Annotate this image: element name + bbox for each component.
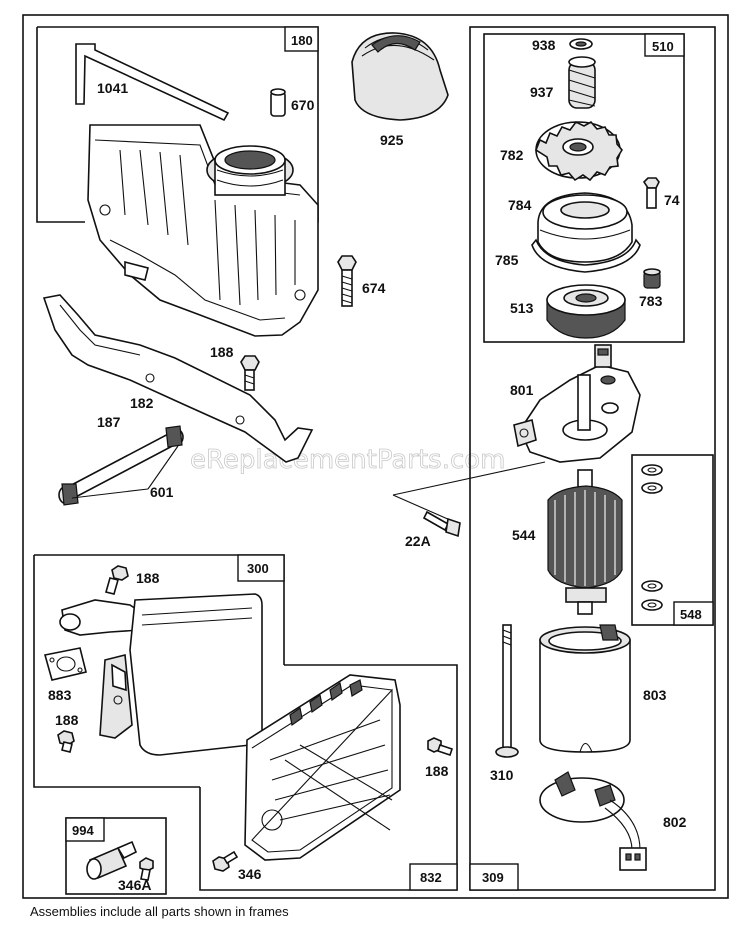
footer-note: Assemblies include all parts shown in fr… — [30, 904, 289, 919]
frame-300-tag-box — [237, 554, 285, 582]
brush-plate-802 — [539, 771, 647, 871]
frame-510-tag-box — [644, 33, 685, 57]
label-601: 601 — [150, 484, 174, 500]
label-937: 937 — [530, 84, 554, 100]
watermark: eReplacementParts.com — [190, 445, 506, 475]
frame-309 — [469, 26, 716, 891]
outer-border — [22, 14, 729, 899]
frame-832-tag-box — [409, 863, 458, 891]
label-674: 674 — [362, 280, 386, 296]
muffler-guard — [244, 674, 401, 861]
motor-housing-803 — [539, 624, 631, 753]
label-74: 74 — [664, 192, 680, 208]
spark-arrester — [86, 840, 138, 880]
label-782: 782 — [500, 147, 524, 163]
pinion-783 — [643, 268, 661, 289]
label-346a: 346A — [118, 877, 151, 893]
label-188-bracket: 188 — [210, 344, 234, 360]
label-513: 513 — [510, 300, 534, 316]
frame-548-tag-box — [673, 601, 714, 626]
bolt-188-bracket — [240, 355, 260, 391]
frame-994-tag-box — [65, 817, 105, 842]
frame-180-tag-box — [284, 26, 319, 52]
spacer-sleeve — [270, 88, 286, 117]
screw-346 — [212, 850, 239, 872]
retainer-938 — [569, 38, 593, 50]
clutch-513 — [546, 284, 626, 339]
muffler — [59, 593, 263, 756]
armature-544 — [547, 469, 623, 615]
label-925: 925 — [380, 132, 404, 148]
frame-510 — [483, 33, 685, 343]
bolt-188-guard — [427, 737, 454, 757]
label-188-muffler-top: 188 — [136, 570, 160, 586]
label-310: 310 — [490, 767, 514, 783]
frame-309-tag-box — [469, 863, 519, 891]
label-803: 803 — [643, 687, 667, 703]
frame-300-tag: 300 — [247, 561, 269, 576]
screw-346a — [139, 857, 154, 881]
label-802: 802 — [663, 814, 687, 830]
fuel-tank-strap — [75, 43, 230, 122]
label-784: 784 — [508, 197, 532, 213]
label-801: 801 — [510, 382, 534, 398]
label-22a: 22A — [405, 533, 431, 549]
hose-clamps — [61, 425, 183, 506]
frame-180-tag: 180 — [291, 33, 313, 48]
mounting-bracket — [42, 294, 314, 463]
gasket-785 — [531, 238, 641, 273]
fuel-cap — [351, 32, 449, 121]
spring-937 — [568, 56, 596, 109]
through-bolt-310 — [495, 624, 519, 758]
label-938: 938 — [532, 37, 556, 53]
label-544: 544 — [512, 527, 536, 543]
bolt-674 — [337, 255, 357, 307]
label-346: 346 — [238, 866, 262, 882]
label-182: 182 — [130, 395, 154, 411]
label-188-muffler-lower: 188 — [55, 712, 79, 728]
housing-784 — [537, 192, 633, 263]
label-188-guard: 188 — [425, 763, 449, 779]
frame-994-tag: 994 — [72, 823, 94, 838]
bolt-188-muffler-top — [105, 565, 129, 595]
screw-74 — [642, 177, 660, 209]
frame-548-tag: 548 — [680, 607, 702, 622]
gear-782 — [535, 120, 623, 182]
label-785: 785 — [495, 252, 519, 268]
washers-548 — [641, 464, 663, 611]
frame-309-tag: 309 — [482, 870, 504, 885]
label-1041: 1041 — [97, 80, 128, 96]
frame-994 — [65, 817, 167, 895]
label-883: 883 — [48, 687, 72, 703]
frame-510-tag: 510 — [652, 39, 674, 54]
label-670: 670 — [291, 97, 315, 113]
leader-22a — [392, 461, 546, 521]
label-187: 187 — [97, 414, 121, 430]
bolt-188-muffler-lower — [57, 730, 75, 753]
leader-601 — [71, 445, 179, 499]
gasket-883 — [43, 647, 87, 681]
screw-22a — [422, 510, 461, 538]
fuel-tank — [87, 124, 319, 337]
frame-548 — [631, 454, 714, 626]
end-cap-801 — [513, 344, 641, 463]
label-783: 783 — [639, 293, 663, 309]
frame-832-tag: 832 — [420, 870, 442, 885]
